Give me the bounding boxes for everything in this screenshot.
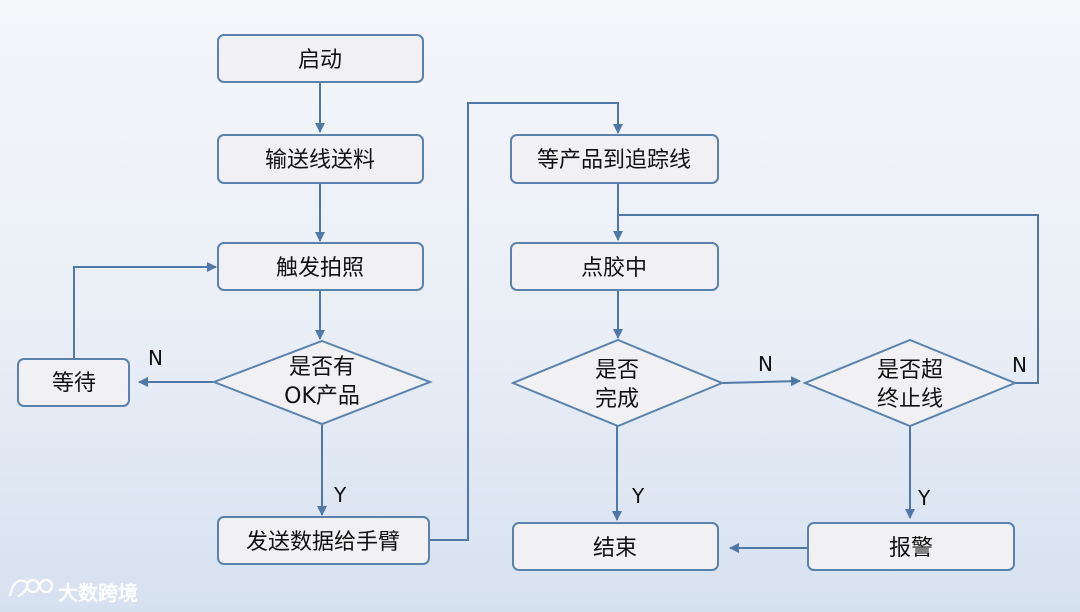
node-alarm: 报警 xyxy=(807,522,1015,571)
arrow-done-to-over xyxy=(721,376,801,387)
label-y-over: Y xyxy=(917,486,931,510)
decision-check-ok-line2: OK产品 xyxy=(284,384,360,409)
node-trigger: 触发拍照 xyxy=(217,242,424,291)
node-wait-label: 等待 xyxy=(52,371,96,396)
node-end: 结束 xyxy=(512,522,719,571)
decision-done: 是否 完成 xyxy=(510,338,725,428)
node-send-label: 发送数据给手臂 xyxy=(246,530,400,555)
node-dispensing: 点胶中 xyxy=(510,242,719,291)
connectors xyxy=(73,82,1039,553)
label-n-over: N xyxy=(1012,353,1027,377)
node-wait: 等待 xyxy=(17,358,130,407)
node-conveyor-label: 输送线送料 xyxy=(265,148,375,173)
watermark: 大数跨境 xyxy=(8,578,138,605)
node-alarm-label: 报警 xyxy=(889,536,933,561)
node-trigger-label: 触发拍照 xyxy=(276,256,364,281)
arrow-send-to-tracking xyxy=(429,102,623,541)
node-start: 启动 xyxy=(217,34,424,83)
decision-over-line1: 是否超 xyxy=(877,358,943,383)
decision-over-line2: 终止线 xyxy=(877,387,943,412)
label-y-done: Y xyxy=(631,484,645,508)
decision-over-line: 是否超 终止线 xyxy=(802,338,1018,428)
node-end-label: 结束 xyxy=(593,536,637,561)
node-wait-tracking: 等产品到追踪线 xyxy=(510,134,719,184)
watermark-logo-icon xyxy=(8,578,54,598)
label-n-done: N xyxy=(758,352,773,376)
decision-done-line2: 完成 xyxy=(595,387,639,412)
node-conveyor: 输送线送料 xyxy=(217,134,424,184)
arrow-wait-to-trigger xyxy=(73,262,217,358)
watermark-text: 大数跨境 xyxy=(58,581,138,605)
node-wait-tracking-label: 等产品到追踪线 xyxy=(537,148,691,173)
decision-check-ok-line1: 是否有 xyxy=(289,355,355,380)
node-start-label: 启动 xyxy=(298,48,342,73)
node-send: 发送数据给手臂 xyxy=(217,516,430,565)
label-n-wait: N xyxy=(148,346,163,370)
label-y-send: Y xyxy=(333,483,347,507)
decision-done-line1: 是否 xyxy=(595,358,639,383)
node-dispensing-label: 点胶中 xyxy=(581,256,647,281)
decision-check-ok: 是否有 OK产品 xyxy=(211,339,433,426)
arrow-over-loop-back xyxy=(618,214,1039,384)
